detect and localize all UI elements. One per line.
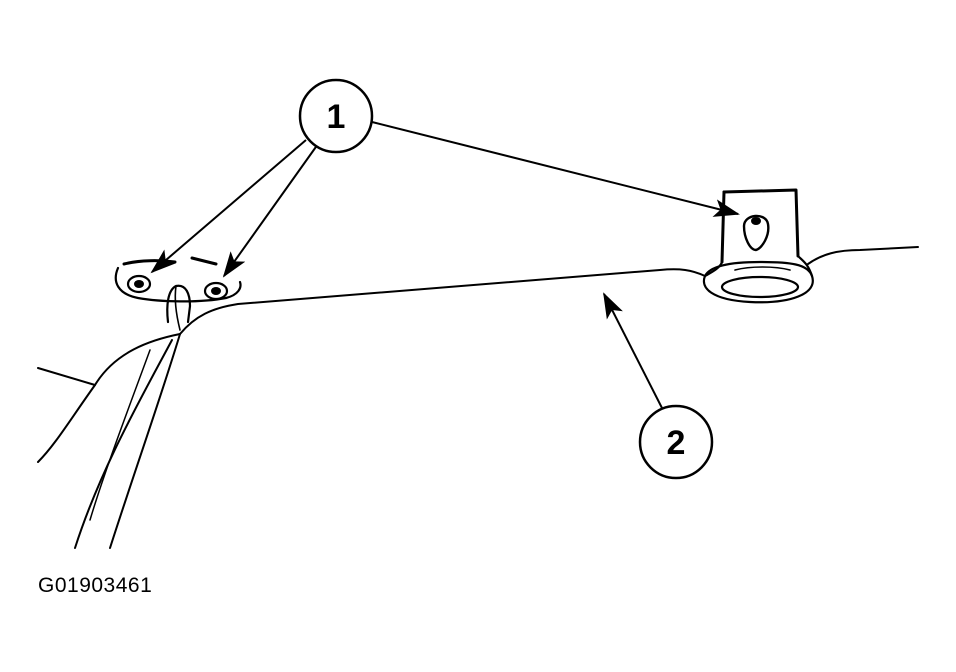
callout-2-label: 2	[667, 424, 686, 462]
right-bracket	[702, 188, 814, 304]
callout-1-circle	[298, 78, 374, 154]
left-fastener-2	[203, 281, 229, 301]
panel-outline	[37, 246, 919, 549]
callout-2-circle	[638, 404, 714, 480]
callout-1: 1	[298, 78, 374, 154]
callout-2: 2	[638, 404, 714, 480]
callout-2-leader	[603, 292, 663, 409]
right-fastener	[742, 214, 770, 252]
leader-1-to-left-fastener-2	[222, 143, 319, 278]
leader-1-to-right-fastener	[371, 121, 740, 217]
leader-1-to-left-fastener	[150, 139, 307, 274]
figure-code: G01903461	[38, 574, 153, 597]
callout-1-label: 1	[327, 98, 346, 136]
callout-1-leaders	[150, 121, 740, 278]
leader-2-to-panel	[603, 292, 663, 409]
left-fastener-1	[126, 274, 152, 294]
